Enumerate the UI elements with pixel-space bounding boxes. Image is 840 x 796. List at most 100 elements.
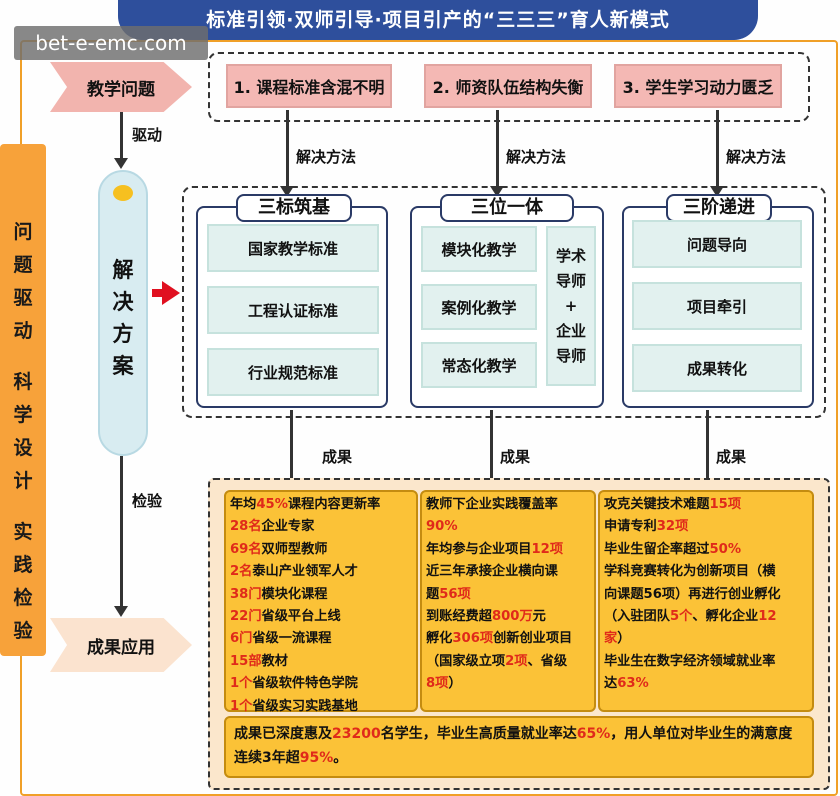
- outcome-highlight: 50%: [709, 541, 742, 557]
- outcome-line: 6门省级一流课程: [230, 628, 412, 650]
- outcome-text: （国家级立项: [426, 653, 506, 669]
- check-arrow-head: [114, 606, 128, 617]
- solutions-frame: [182, 186, 826, 418]
- outcome-text: 双师型教师: [261, 541, 328, 557]
- red-arrow-tail: [152, 289, 162, 297]
- outcome-text: 成果已深度惠及: [234, 726, 332, 742]
- outcome-highlight: 63%: [617, 676, 649, 692]
- outcome-line: 年均45%课程内容更新率: [230, 494, 412, 516]
- outcome-text: （入驻团队: [604, 609, 670, 625]
- outcome-text: 、孵化企业: [692, 609, 759, 625]
- outcome-text: 元: [532, 609, 546, 625]
- method-arrow-head-1: [280, 186, 294, 197]
- outcome-line: 孵化306项创新创业项目: [426, 628, 590, 650]
- side-label-char: 践: [13, 554, 33, 576]
- outcome-line: 1个省级软件特色学院: [230, 673, 412, 695]
- method-arrow-2: [496, 110, 499, 188]
- check-label: 检验: [132, 492, 163, 510]
- mentor-box: 学术导师+企业导师: [546, 226, 596, 386]
- problem-node: 教学问题: [50, 62, 192, 112]
- outcome-text: 毕业生在数字经济领域就业率: [604, 653, 776, 669]
- method-arrow-head-2: [490, 186, 504, 197]
- outcome-highlight: 32项: [656, 519, 689, 535]
- outcome-line: 69名双师型教师: [230, 539, 412, 561]
- outcome-text: 学科竞赛转化为创新项目（横: [604, 564, 776, 580]
- check-arrow: [120, 456, 123, 608]
- outcome-text: ）: [617, 631, 631, 647]
- column-2-item: 常态化教学: [421, 342, 537, 388]
- side-label-bar: 问题驱动科学设计实践检验: [0, 144, 46, 656]
- column-3-item: 成果转化: [632, 344, 802, 392]
- problem-2: 2. 师资队伍结构失衡: [424, 64, 592, 108]
- outcome-text: 企业专家: [261, 519, 315, 535]
- outcome-highlight: 家: [604, 631, 618, 647]
- outcome-text: 省级一流课程: [252, 631, 332, 647]
- solution-node-char: 方: [112, 322, 134, 346]
- outcome-highlight: 23200: [332, 726, 381, 742]
- result-arrow-2: [490, 410, 493, 490]
- drive-arrow-head: [114, 158, 128, 169]
- result-label-3: 成果: [716, 448, 747, 466]
- summary-box: 成果已深度惠及23200名学生，毕业生高质量就业率达65%，用人单位对毕业生的满…: [224, 716, 814, 778]
- outcome-highlight: 15部: [230, 653, 262, 669]
- outcome-text: 意度连续3年超: [234, 726, 793, 766]
- column-3-item: 项目牵引: [632, 282, 802, 330]
- outcome-text: 创新创业项目: [493, 631, 573, 647]
- side-label-char: 学: [13, 404, 33, 426]
- side-label: 问题驱动科学设计实践检验: [0, 216, 46, 648]
- side-label-char: 问: [13, 221, 33, 243]
- outcome-text: 教材: [261, 653, 288, 669]
- outcome-text: 近三年承接企业横向课: [426, 564, 558, 580]
- result-arrow-3: [706, 410, 709, 490]
- side-label-char: 检: [13, 587, 33, 609]
- outcome-line: 学科竞赛转化为创新项目（横: [604, 561, 808, 583]
- side-label-char: 实: [13, 521, 33, 543]
- outcome-highlight: 5个: [669, 609, 693, 625]
- column-1-item: 国家教学标准: [207, 224, 379, 272]
- outcome-highlight: 12: [758, 609, 777, 625]
- mentor-box-text: 企业: [555, 321, 586, 340]
- outcome-line: 申请专利32项: [604, 516, 808, 538]
- outcome-text: 省级实习实践基地: [252, 698, 358, 714]
- outcome-line: （入驻团队5个、孵化企业12: [604, 606, 808, 628]
- outcome-line: 毕业生在数字经济领域就业率: [604, 651, 808, 673]
- solution-node-dot: [113, 185, 133, 201]
- outcome-line: 攻克关键技术难题15项: [604, 494, 808, 516]
- outcome-text: 模块化课程: [261, 586, 328, 602]
- method-arrow-1: [286, 110, 289, 188]
- outcome-highlight: 1个: [230, 698, 253, 714]
- title-banner: 标准引领·双师引导·项目引产的“三三三”育人新模式: [118, 0, 758, 40]
- outcome-line: 8项）: [426, 673, 590, 695]
- outcome-text: 年均参与企业项目: [426, 541, 532, 557]
- side-label-char: 动: [13, 320, 33, 342]
- outcome-highlight: 12项: [531, 541, 564, 557]
- outcome-line: 1个省级实习实践基地: [230, 696, 412, 718]
- solution-node-char: 解: [112, 258, 134, 282]
- outcome-box-3: 攻克关键技术难题15项申请专利32项毕业生留企率超过50%学科竞赛转化为创新项目…: [598, 490, 814, 712]
- outcome-line: 近三年承接企业横向课: [426, 561, 590, 583]
- column-1-item: 行业规范标准: [207, 348, 379, 396]
- solution-node-label: 解决方案: [98, 254, 148, 382]
- outcome-highlight: 1个: [230, 676, 253, 692]
- outcome-line: 成果已深度惠及23200名学生，毕业生高质量就业率达65%，用人单位对毕业生的满: [234, 726, 764, 742]
- outcome-line: 15部教材: [230, 651, 412, 673]
- outcome-highlight: 65%: [576, 726, 611, 742]
- solution-node-char: 决: [112, 290, 134, 314]
- outcome-highlight: 69名: [230, 541, 262, 557]
- side-label-char: 计: [13, 470, 33, 492]
- outcome-highlight: 8项: [426, 676, 449, 692]
- mentor-box-text: 导师: [555, 346, 586, 365]
- outcome-highlight: 2名: [230, 564, 253, 580]
- mentor-box-text: +: [564, 296, 578, 315]
- outcome-highlight: 56项: [439, 586, 471, 602]
- outcome-highlight: 38门: [230, 586, 262, 602]
- outcome-text: 申请专利: [604, 519, 657, 535]
- method-label-1: 解决方法: [296, 148, 357, 166]
- outcome-highlight: 800万: [491, 609, 533, 625]
- outcome-text: 题: [426, 586, 440, 602]
- outcome-text: ）: [448, 676, 462, 692]
- column-2-item: 模块化教学: [421, 226, 537, 272]
- outcome-text: 毕业生留企率超过: [604, 541, 710, 557]
- problem-3: 3. 学生学习动力匮乏: [614, 64, 782, 108]
